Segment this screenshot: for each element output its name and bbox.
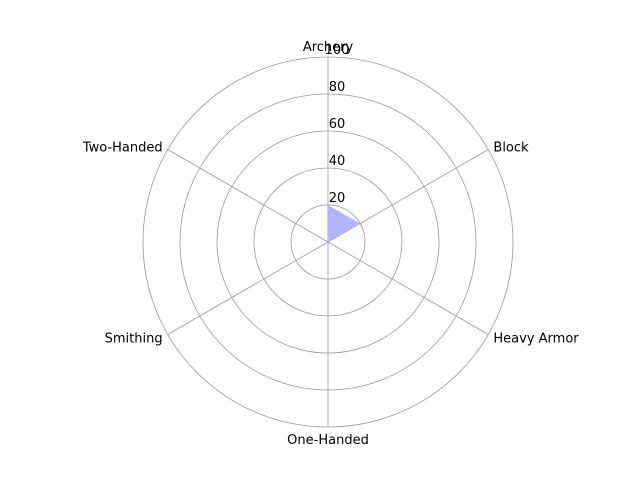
spoke-line: [327, 241, 489, 335]
radial-tick-label: 80: [329, 80, 346, 95]
radial-tick-label: 40: [329, 154, 346, 169]
series-layer: [328, 205, 361, 242]
radial-tick-label: 60: [329, 117, 346, 132]
series-area: [328, 205, 361, 242]
category-label: Smithing: [105, 332, 163, 347]
spoke-line: [327, 149, 489, 243]
radial-tick-label: 100: [325, 43, 350, 58]
category-label: Archery: [303, 40, 354, 55]
radial-tick-labels: 20 40 60 80 100: [325, 43, 350, 206]
spoke-line: [167, 149, 329, 243]
category-label: Heavy Armor: [493, 332, 579, 347]
category-label: Block: [493, 141, 529, 156]
category-label: One-Handed: [287, 433, 369, 448]
radial-tick-label: 20: [329, 191, 346, 206]
spoke-line: [167, 241, 329, 335]
grid-layer: [142, 56, 514, 428]
category-label: Two-Handed: [82, 141, 163, 156]
